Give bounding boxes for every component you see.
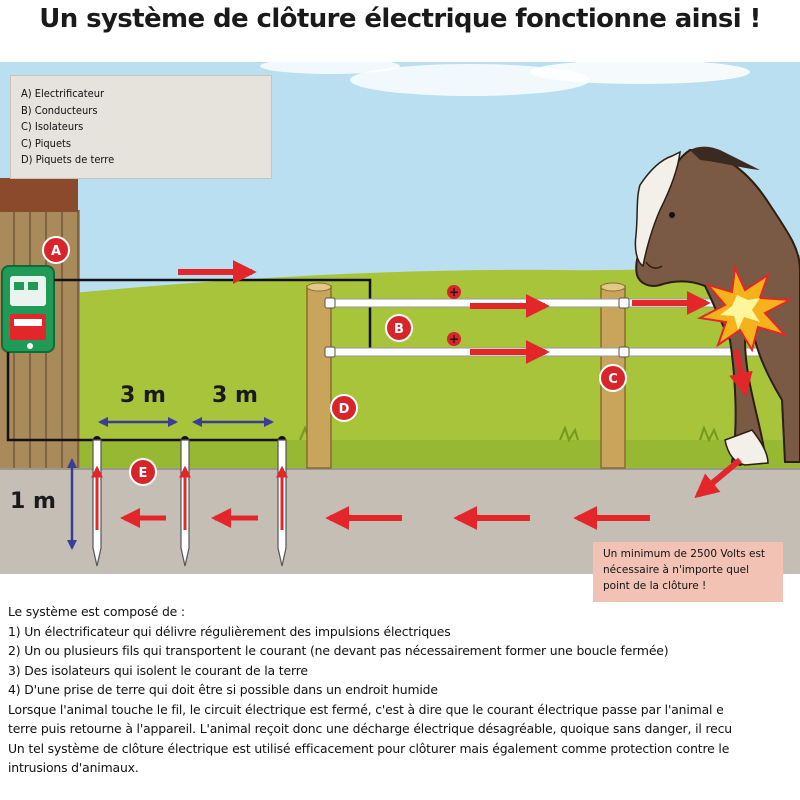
wooden-post: [306, 282, 332, 469]
current-arrow-through-animal: [729, 349, 753, 397]
marker-e: E: [129, 458, 157, 486]
voltage-callout-text: Un minimum de 2500 Volts est nécessaire …: [603, 548, 766, 592]
page-title: Un système de clôture électrique fonctio…: [39, 4, 761, 34]
spacing-label-left: 3 m: [120, 383, 166, 408]
cloud: [260, 62, 400, 74]
polarity-marker: +: [447, 332, 461, 346]
legend-item: D) Piquets de terre: [21, 153, 115, 166]
description-line: 4) D'une prise de terre qui doit être si…: [8, 682, 438, 697]
legend-item: B) Conducteurs: [21, 103, 98, 117]
svg-text:B: B: [394, 322, 404, 337]
insulator: [324, 297, 630, 358]
description-text: Le système est composé de : 1) Un électr…: [8, 602, 800, 778]
ground-rod: [91, 439, 103, 567]
description-line: intrusions d'animaux.: [8, 760, 139, 775]
svg-text:D: D: [339, 402, 350, 417]
svg-text:+: +: [449, 332, 459, 346]
lightning-spark-icon: [696, 264, 794, 353]
current-flow-arrows: [120, 260, 753, 530]
description-line: Un tel système de clôture électrique est…: [8, 740, 730, 756]
cloud: [530, 62, 750, 84]
description-line: terre puis retourne à l'appareil. L'anim…: [8, 721, 732, 736]
legend-item: A) Electrificateur: [21, 87, 105, 100]
depth-label: 1 m: [10, 489, 56, 514]
description-line: Lorsque l'animal touche le fil, le circu…: [8, 701, 724, 717]
voltage-callout: Un minimum de 2500 Volts est nécessaire …: [593, 542, 783, 602]
marker-b: B: [385, 314, 413, 342]
description-line: Le système est composé de :: [8, 604, 185, 619]
polarity-marker: +: [447, 285, 461, 299]
ground-rod: [276, 439, 288, 567]
svg-text:+: +: [449, 285, 459, 299]
fence-diagram: 3 m 3 m 1 m + + A B C D E: [0, 62, 800, 574]
svg-text:E: E: [139, 466, 148, 481]
svg-text:C: C: [608, 372, 618, 387]
description-line: 2) Un ou plusieurs fils qui transportent…: [8, 643, 669, 658]
marker-a: A: [42, 236, 70, 264]
description-line: 1) Un électrificateur qui délivre réguli…: [8, 623, 451, 639]
legend-box: A) Electrificateur B) Conducteurs C) Iso…: [10, 75, 272, 179]
grass-foreground: [0, 440, 800, 470]
description-line: 3) Des isolateurs qui isolent le courant…: [8, 662, 308, 678]
spacing-label-right: 3 m: [212, 383, 258, 408]
grass-field: [0, 255, 800, 470]
svg-text:A: A: [51, 244, 61, 259]
ground-rod: [179, 439, 191, 567]
legend-item: C) Piquets: [21, 136, 72, 150]
energizer-device-icon: [1, 265, 55, 353]
current-arrow-into-ground: [694, 457, 742, 499]
legend-item: C) Isolateurs: [21, 120, 84, 133]
marker-d: D: [330, 394, 358, 422]
marker-c: C: [599, 364, 627, 392]
barn-roof: [0, 178, 78, 212]
